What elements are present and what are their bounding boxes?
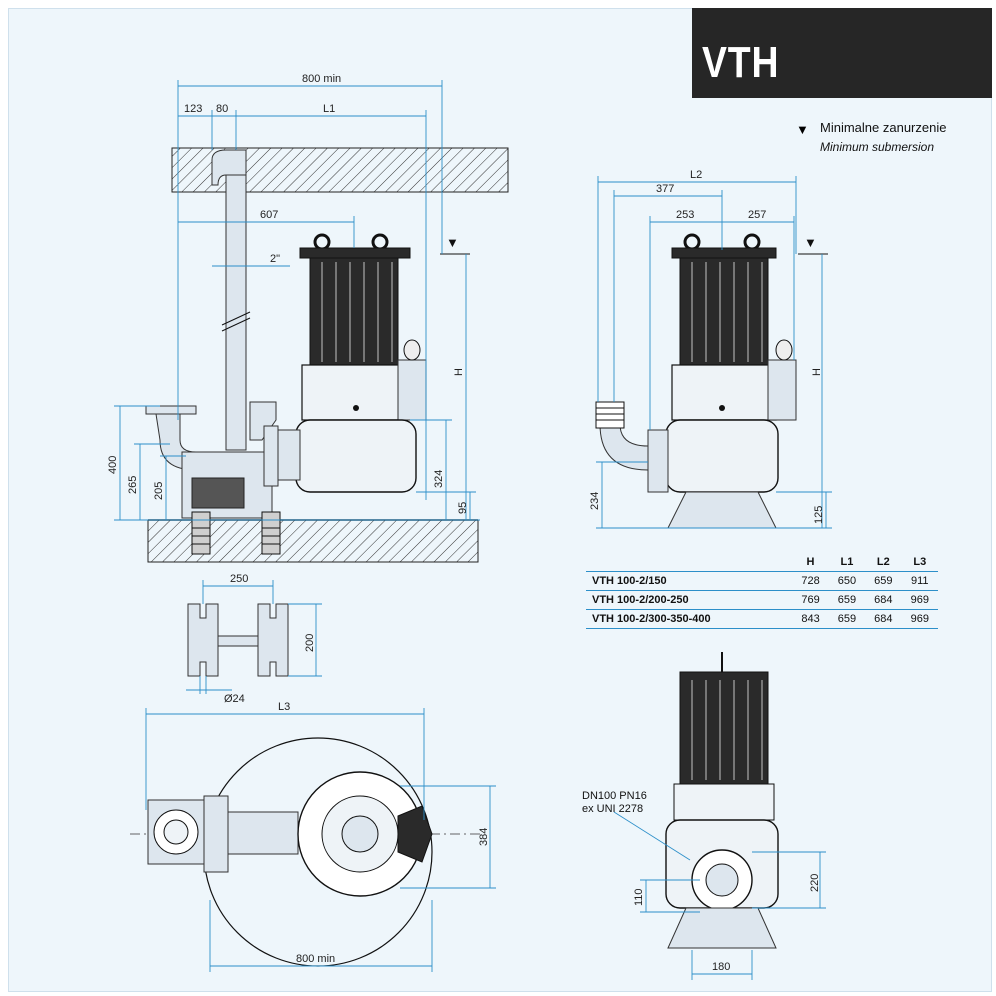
side-view: ▼ 800 min 123	[107, 73, 509, 563]
motor-housing	[309, 254, 399, 366]
dim-234: 234	[589, 492, 601, 510]
table-row: VTH 100-2/300-350-400 843 659 684 969	[586, 609, 938, 629]
l2-cell: 659	[865, 571, 902, 591]
dim-110: 110	[633, 888, 645, 906]
l3-cell: 969	[901, 590, 938, 610]
flange-note-line1: DN100 PN16	[582, 790, 647, 802]
h-cell: 728	[792, 571, 829, 591]
dim-l2: L2	[690, 169, 702, 181]
l1-cell: 659	[828, 590, 866, 610]
water-level-marker: ▼	[446, 235, 459, 250]
dim-205: 205	[153, 482, 165, 500]
table-header: L3	[901, 553, 938, 572]
legend-label-en: Minimum submersion	[820, 140, 935, 154]
spec-table: H L1 L2 L3 VTH 100-2/150 728 650 659 911…	[586, 553, 938, 629]
submersion-level-icon: ▼	[796, 122, 809, 137]
dim-800min-bottom: 800 min	[296, 953, 335, 965]
table-header: L2	[865, 553, 902, 572]
dim-220: 220	[809, 874, 821, 892]
model-cell: VTH 100-2/200-250	[586, 590, 793, 610]
dim-180: 180	[712, 961, 730, 973]
title-text: VTH	[702, 38, 780, 87]
table-header: L1	[828, 553, 866, 572]
dim-h-side: H	[453, 368, 465, 376]
l1-cell: 659	[828, 609, 866, 629]
dim-384: 384	[478, 828, 490, 846]
dim-250: 250	[230, 573, 248, 585]
table-row: VTH 100-2/150 728 650 659 911	[586, 571, 938, 591]
dim-125: 125	[813, 506, 825, 524]
dim-l3: L3	[278, 701, 290, 713]
l2-cell: 684	[865, 590, 902, 610]
h-cell: 843	[792, 609, 829, 629]
front-view: ▼ L2 377 253 257 H 234 125	[589, 169, 832, 529]
dim-324: 324	[433, 470, 445, 488]
rear-motor-housing	[679, 671, 769, 785]
dim-80: 80	[216, 103, 228, 115]
dim-377: 377	[656, 183, 674, 195]
foot-detail: 250 200 Ø24	[186, 573, 322, 705]
l1-cell: 650	[828, 571, 866, 591]
guide-pipe	[225, 159, 247, 451]
pump-volute	[295, 419, 417, 493]
legend-label-pl: Minimalne zanurzenie	[820, 120, 947, 135]
table-header-row: H L1 L2 L3	[586, 553, 938, 572]
dim-h-front: H	[811, 368, 823, 376]
l3-cell: 969	[901, 609, 938, 629]
dim-800min-top: 800 min	[302, 73, 341, 85]
h-cell: 769	[792, 590, 829, 610]
dim-257: 257	[748, 209, 766, 221]
dim-2in: 2"	[270, 253, 280, 265]
dim-123: 123	[184, 103, 202, 115]
l2-cell: 684	[865, 609, 902, 629]
table-header	[586, 553, 793, 572]
dim-607: 607	[260, 209, 278, 221]
model-cell: VTH 100-2/150	[586, 571, 793, 591]
front-stand	[667, 491, 777, 529]
flange-note: DN100 PN16 ex UNI 2278	[582, 790, 647, 816]
rear-stand	[667, 907, 777, 949]
front-motor-housing	[679, 254, 769, 366]
rear-view: 110 220 180	[613, 652, 826, 980]
l3-cell: 911	[901, 571, 938, 591]
table-header: H	[792, 553, 829, 572]
dim-24: Ø24	[224, 693, 245, 705]
dim-l1: L1	[323, 103, 335, 115]
table-row: VTH 100-2/200-250 769 659 684 969	[586, 590, 938, 610]
dim-400: 400	[107, 456, 119, 474]
front-water-level-marker: ▼	[804, 235, 817, 250]
title-badge: VTH	[692, 8, 992, 98]
plan-view: L3 384 800 min	[130, 701, 496, 972]
dim-95: 95	[457, 502, 469, 514]
dim-265: 265	[127, 476, 139, 494]
flange-note-line2: ex UNI 2278	[582, 803, 644, 815]
model-cell: VTH 100-2/300-350-400	[586, 609, 793, 629]
dim-253: 253	[676, 209, 694, 221]
dim-200: 200	[304, 634, 316, 652]
